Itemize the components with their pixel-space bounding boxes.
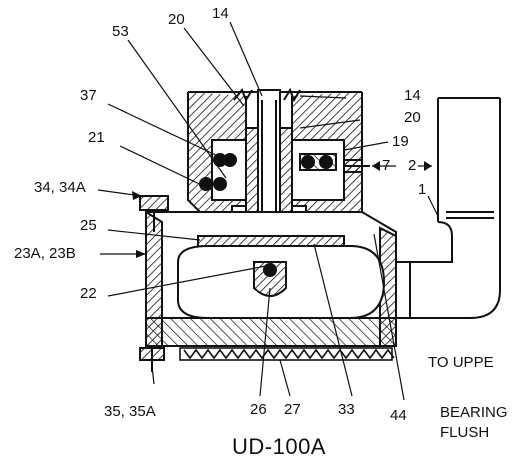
arrowheads — [132, 161, 432, 258]
callout-14-top: 14 — [212, 5, 229, 22]
discharge-pipe — [396, 97, 501, 319]
callout-20-top: 20 — [168, 11, 185, 28]
note-to-upper: TO UPPE — [428, 354, 494, 371]
callout-27: 27 — [284, 401, 301, 418]
callout-44: 44 — [390, 407, 407, 424]
callout-19: 19 — [392, 133, 409, 150]
callout-37: 37 — [80, 87, 97, 104]
callout-22: 22 — [80, 285, 97, 302]
callout-2: 2 — [408, 157, 417, 174]
strainer — [179, 347, 395, 361]
callout-26: 26 — [250, 401, 267, 418]
callout-25: 25 — [80, 217, 97, 234]
callout-33: 33 — [338, 401, 355, 418]
callout-14-right: 14 — [404, 87, 421, 104]
callout-35: 35, 35A — [104, 403, 156, 420]
figure-caption: UD-100A — [232, 434, 326, 459]
callout-20-right: 20 — [404, 109, 421, 126]
callout-21: 21 — [88, 129, 105, 146]
callout-34: 34, 34A — [34, 179, 86, 196]
note-flush: FLUSH — [440, 424, 490, 441]
leader-lines — [97, 21, 439, 401]
callout-53: 53 — [112, 23, 129, 40]
lower-casing — [139, 195, 397, 372]
callout-1: 1 — [418, 181, 427, 198]
callout-23: 23A, 23B — [14, 245, 76, 262]
note-bearing: BEARING — [440, 404, 508, 421]
callout-7: 7 — [382, 157, 391, 174]
